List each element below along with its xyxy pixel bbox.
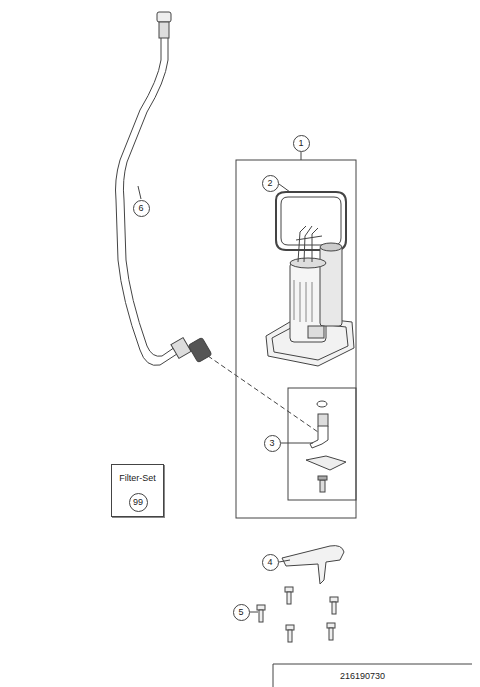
callout-number: 4 bbox=[262, 554, 279, 571]
title-block-line bbox=[273, 664, 472, 687]
screws bbox=[257, 587, 338, 642]
callout-number: 1 bbox=[298, 139, 303, 148]
callout-number: 4 bbox=[267, 558, 272, 567]
callout-number: 99 bbox=[133, 498, 143, 507]
fuel-connector-kit bbox=[306, 401, 346, 492]
callout-number: 1 bbox=[293, 135, 310, 152]
drawing-number: 216190730 bbox=[340, 672, 385, 681]
fuel-pump bbox=[266, 226, 354, 366]
callout-number: 2 bbox=[267, 179, 272, 188]
fuel-hose bbox=[116, 12, 212, 365]
gasket bbox=[276, 192, 346, 250]
kit-box: Filter-Set 99 bbox=[111, 464, 164, 517]
callout-number: 6 bbox=[133, 200, 150, 217]
assembly-line bbox=[208, 356, 318, 432]
callout-number: 6 bbox=[138, 204, 143, 213]
callout-number: 5 bbox=[233, 604, 250, 621]
callout-number: 99 bbox=[129, 493, 148, 512]
bracket bbox=[282, 546, 344, 584]
callout-number: 2 bbox=[262, 175, 279, 192]
group-frame bbox=[288, 388, 356, 500]
group-frame bbox=[236, 160, 356, 518]
kit-name: Filter-Set bbox=[119, 474, 156, 483]
callout-number: 3 bbox=[269, 439, 274, 448]
leader-line bbox=[138, 152, 313, 612]
callout-number: 3 bbox=[264, 435, 281, 452]
callout-number: 5 bbox=[238, 608, 243, 617]
